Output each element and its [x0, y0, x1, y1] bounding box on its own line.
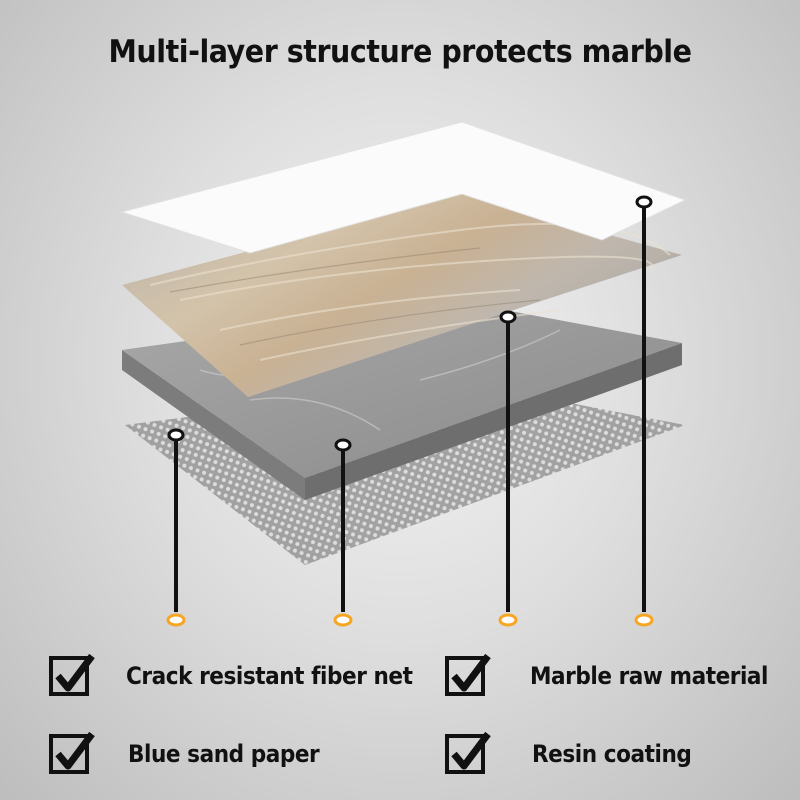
checkbox-checked-icon [445, 653, 491, 696]
marble-layer [122, 194, 682, 397]
leader-line-sand-paper [333, 438, 353, 627]
feature-resin-coating: Resin coating [444, 730, 709, 778]
feature-label: Marble raw material [530, 662, 769, 690]
checkbox-checked-icon [445, 731, 491, 774]
sand-paper-layer-side [122, 350, 305, 500]
checkbox-checked-icon [49, 653, 95, 696]
leader-line-marble [498, 310, 518, 627]
leader-line-resin [634, 195, 654, 627]
feature-label: Resin coating [532, 740, 692, 768]
sand-paper-layer-front [305, 343, 682, 500]
page-title: Multi-layer structure protects marble [108, 34, 692, 70]
feature-marble-raw: Marble raw material [444, 652, 794, 700]
checkbox-checked-icon [49, 731, 95, 774]
feature-crack-resistant: Crack resistant fiber net [48, 652, 444, 700]
feature-sand-paper: Blue sand paper [48, 730, 341, 778]
leader-line-fiber-net [166, 428, 186, 627]
resin-layer [120, 121, 687, 254]
feature-label: Crack resistant fiber net [126, 662, 413, 690]
feature-label: Blue sand paper [128, 740, 320, 768]
